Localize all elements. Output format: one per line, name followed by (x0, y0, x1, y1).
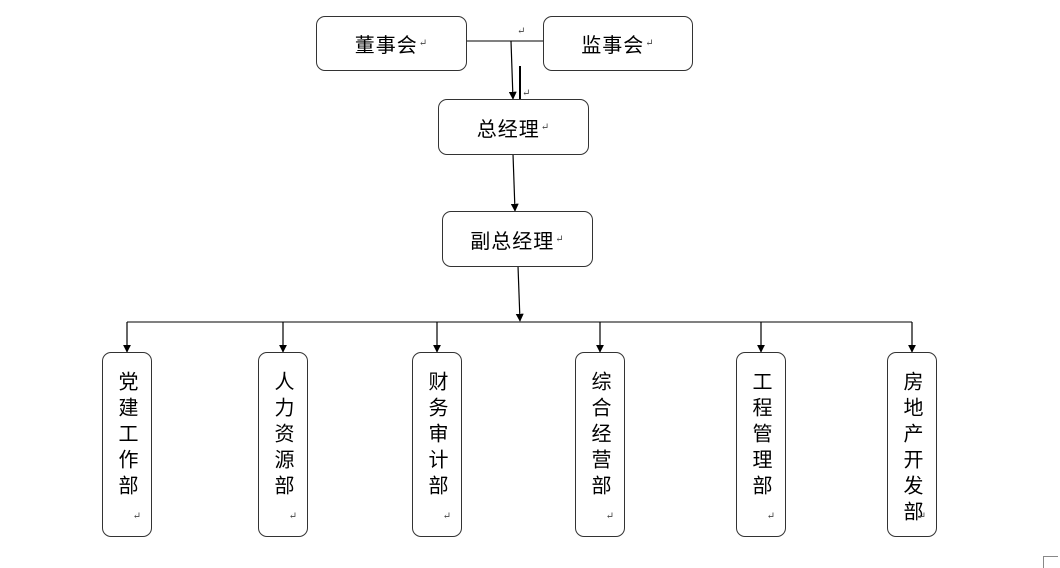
paragraph-mark: ↵ (132, 511, 141, 522)
deputy-manager-label: 副总经理 (470, 228, 555, 253)
arrow-to-deputy-manager (510, 153, 519, 212)
arrow-to-department-bus (515, 265, 524, 322)
department-box-finance-audit: 财务审计部 ↵ (412, 352, 462, 537)
department-box-comprehensive-operations: 综合经营部 ↵ (575, 352, 625, 537)
paragraph-mark: ↵ (442, 511, 451, 522)
page-corner-mark (1043, 556, 1058, 568)
paragraph-mark-junction: ↵ (517, 26, 526, 37)
department-box-real-estate-development: 房地产开发部 ↵ (887, 352, 937, 537)
paragraph-mark: ↵ (645, 38, 655, 49)
general-manager-box: 总经理↵ (438, 99, 589, 155)
department-box-engineering-management: 工程管理部 ↵ (736, 352, 786, 537)
paragraph-mark: ↵ (540, 121, 551, 133)
paragraph-mark-junction-lower: ↵ (522, 88, 531, 99)
paragraph-mark: ↵ (288, 511, 297, 522)
general-manager-label: 总经理 (476, 116, 540, 141)
paragraph-mark: ↵ (418, 38, 429, 49)
deputy-manager-box: 副总经理↵ (442, 211, 593, 267)
paragraph-mark: ↵ (605, 511, 614, 522)
paragraph-mark: ↵ (555, 233, 565, 245)
paragraph-mark: ↵ (766, 511, 775, 522)
supervisors-label: 监事会 (581, 33, 645, 57)
department-label: 人力资源部 (271, 371, 295, 501)
board-label: 董事会 (354, 33, 418, 57)
department-label: 党建工作部 (115, 371, 139, 501)
department-box-party-building: 党建工作部 ↵ (102, 352, 152, 537)
department-label: 工程管理部 (749, 371, 773, 501)
supervisors-box: 监事会↵ (543, 16, 693, 71)
department-label: 综合经营部 (588, 371, 612, 501)
board-box: 董事会↵ (316, 16, 467, 71)
department-label: 财务审计部 (425, 371, 449, 501)
paragraph-mark: ↵ (917, 511, 926, 522)
department-label: 房地产开发部 (900, 371, 924, 527)
arrow-to-general-manager (508, 40, 517, 100)
department-box-human-resources: 人力资源部 ↵ (258, 352, 308, 537)
